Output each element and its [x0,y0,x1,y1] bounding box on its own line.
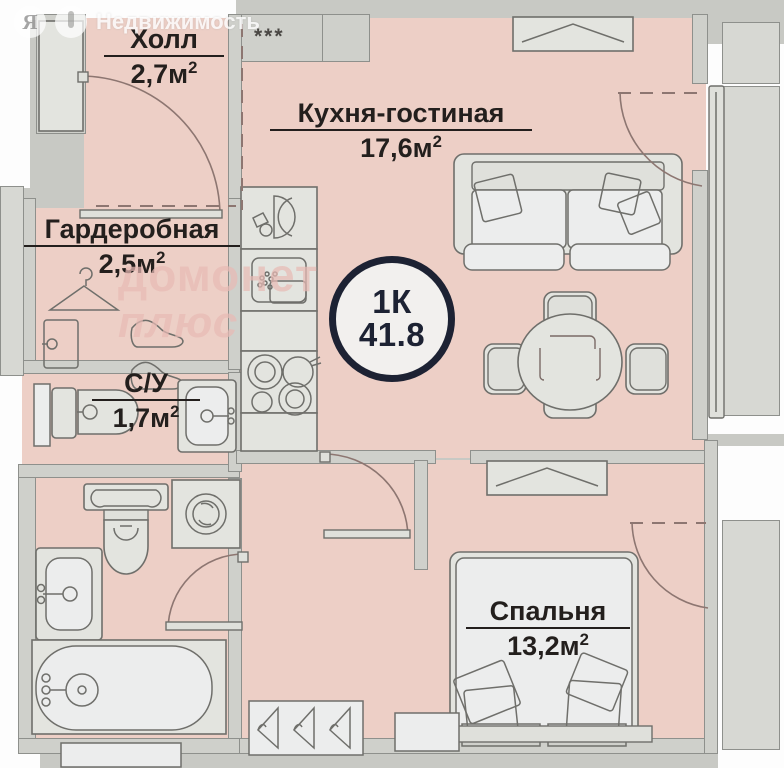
sink-icon-bath [34,546,104,642]
room-name-kitchen: Кухня-гостиная [270,99,532,131]
opening-wardrobe-dashed [96,200,236,212]
room-name-bedroom: Спальня [466,597,630,629]
door-balcony-bedroom-arc [630,520,710,612]
room-label-hall: Холл 2,7м2 [104,25,224,89]
room-label-bedroom: Спальня 13,2м2 [466,597,630,661]
door-balcony-kitchen-arc [618,90,706,190]
wall-top-niche-right [322,14,370,62]
wall-top-niche [240,14,324,62]
yandex-watermark-text: Недвижимость [96,9,260,34]
radiator-top-kitchen [512,16,634,52]
opening-kitchen-balcony-dashed [618,86,700,100]
room-area-bedroom: 13,2м2 [507,629,589,661]
room-name-hall: Холл [104,25,224,57]
room-area-wardrobe: 2,5м2 [98,247,166,279]
toilet-icon-small [33,382,142,452]
radiator-lower-kitchen [486,460,608,496]
bathtub-icon [30,638,228,738]
door-bathroom [165,551,249,632]
kitchen-counter [240,186,322,452]
watermark-yandex: Я Недвижимость [14,6,260,38]
sofa-icon [450,148,686,271]
sink-icon-wc [176,378,240,456]
stove-icon [247,354,322,416]
map-pin-icon [55,6,87,38]
room-fill-hall [84,18,234,208]
bed-base [435,725,653,744]
balcony-frame-lower [722,520,780,750]
opening-hall-kitchen-dashed [236,24,248,210]
balcony-frame-upper [722,22,780,84]
room-label-wc: С/У 1,7м2 [92,369,200,433]
sink-icon [252,195,296,239]
balcony-vent-marks [248,700,364,756]
bottom-right-panel [394,712,460,752]
room-label-kitchen: Кухня-гостиная 17,6м2 [270,99,532,163]
bed-icon [446,548,642,748]
void-left-upper [0,18,30,188]
toilet-icon [82,482,170,578]
badge-rooms: 1К [372,283,412,320]
entry-block [0,186,24,376]
appliance-icon [251,257,307,304]
opening-bedroom-balcony-dashed [630,516,706,530]
void-top-strip [36,0,236,18]
room-area-hall: 2,7м2 [130,57,198,89]
room-label-wardrobe: Гардеробная 2,5м2 [24,215,240,279]
dining-table-icon [482,291,670,419]
wall-right-outer-mid [692,170,708,440]
window-bottom-left [60,742,182,768]
wall-right-outer-lower [704,440,718,754]
room-area-kitchen: 17,6м2 [360,131,442,163]
niche-marker: *** [254,25,285,48]
room-area-wc: 1,7м2 [112,401,180,433]
washing-machine-icon [170,478,242,550]
room-name-wardrobe: Гардеробная [24,215,240,247]
wall-kitchen-bottom [236,450,436,464]
room-name-wc: С/У [92,369,200,401]
wall-wc-bottom [18,464,240,478]
apartment-type-badge: 1К 41.8 [329,256,455,382]
badge-area: 41.8 [358,316,426,354]
wall-corridor-right [414,460,428,570]
wall-right-outer-upper [692,14,708,84]
clothes-hanger-icon [34,262,130,369]
door-entrance [74,70,234,220]
door-kitchen-corridor [319,451,412,540]
room-fill-corridor [236,460,426,746]
yandex-logo-icon: Я [14,6,46,38]
room-fill-wardrobe [22,208,236,366]
balcony-door-leaf-upper [706,85,728,419]
